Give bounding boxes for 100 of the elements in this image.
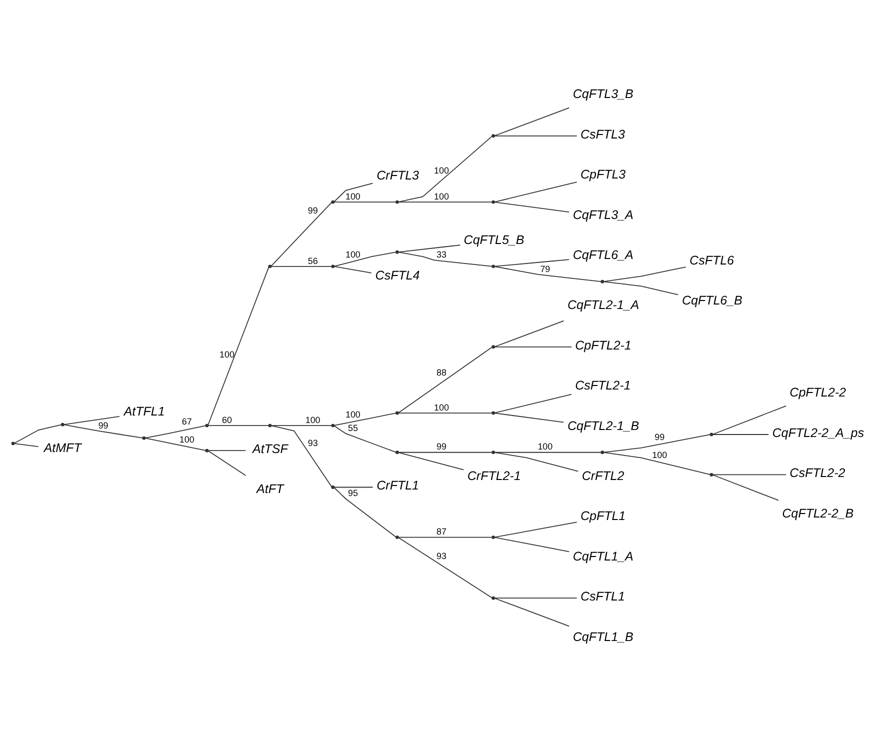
- node-point: [492, 450, 496, 454]
- node-point: [331, 264, 335, 268]
- connector: [712, 405, 786, 435]
- connector: [63, 424, 144, 438]
- connector: [398, 136, 492, 202]
- edge-label: 33: [436, 249, 446, 260]
- connector: [271, 425, 332, 426]
- edge-label: 100: [652, 450, 668, 460]
- node-point: [492, 345, 496, 349]
- connector: [208, 266, 270, 426]
- node-point: [205, 448, 209, 452]
- connector: [398, 412, 492, 414]
- node-point: [395, 411, 399, 415]
- edge-label: 100: [434, 191, 449, 202]
- edge-label: 99: [98, 420, 108, 430]
- node-text: CpFTL2-1: [575, 338, 632, 352]
- connector: [14, 424, 62, 444]
- connector: [494, 135, 578, 136]
- connector: [398, 252, 492, 267]
- connector: [712, 474, 786, 476]
- edge-label: 100: [220, 350, 234, 360]
- connector: [398, 452, 464, 470]
- node-point: [395, 250, 399, 254]
- connector: [334, 252, 396, 267]
- edge-label: 93: [436, 550, 446, 561]
- node-point: [60, 422, 64, 426]
- connector: [334, 425, 396, 453]
- node-point: [268, 424, 272, 428]
- connector: [14, 443, 39, 448]
- connector: [494, 452, 602, 453]
- node-text: AtTFL1: [124, 404, 165, 418]
- node-text: CqFTL2-1_B: [568, 418, 640, 433]
- connector: [208, 450, 246, 476]
- node-point: [710, 473, 714, 476]
- node-text: CsFTL2-1: [575, 378, 631, 393]
- node-text: CpFTL2-2: [790, 386, 846, 400]
- edge-label: 88: [436, 367, 446, 378]
- connector: [270, 202, 332, 266]
- node-point: [331, 200, 335, 204]
- node-point: [492, 134, 496, 138]
- connector: [603, 434, 711, 453]
- connector: [64, 416, 120, 426]
- node-point: [492, 596, 496, 600]
- edge-label: 100: [434, 165, 449, 176]
- node-text: CqFTL3_A: [572, 208, 634, 222]
- connector: [398, 346, 492, 414]
- connector: [270, 425, 332, 488]
- node-point: [205, 424, 209, 428]
- connector: [208, 450, 246, 452]
- node-text: AtTSF: [252, 442, 288, 456]
- connector: [208, 425, 269, 426]
- edge-label: 99: [436, 442, 446, 452]
- edge-label: 100: [346, 410, 360, 420]
- node-point: [142, 436, 146, 440]
- node-point: [395, 200, 399, 204]
- node-point: [492, 536, 496, 540]
- connector: [603, 452, 711, 476]
- connector: [494, 412, 564, 423]
- node-text: CpFTL3: [580, 168, 626, 182]
- connector: [494, 266, 602, 282]
- connector: [494, 522, 578, 538]
- node-text: CqFTL6_B: [682, 294, 742, 308]
- connector: [494, 259, 570, 267]
- node-text: CqFTL2-1_A: [568, 298, 640, 312]
- node-text: CqFTL5_B: [464, 232, 524, 247]
- connector: [494, 598, 578, 599]
- edge-label: 60: [222, 414, 232, 425]
- connector: [398, 244, 461, 252]
- node-text: AtMFT: [44, 441, 82, 456]
- node-text: AtFT: [256, 482, 284, 496]
- node-text: CsFTL1: [580, 590, 625, 604]
- connector: [334, 266, 372, 274]
- connector: [603, 266, 686, 282]
- node-point: [492, 411, 496, 415]
- connector: [334, 412, 396, 426]
- node-text: CrFTL1: [376, 478, 420, 493]
- node-text: CqFTL6_A: [572, 248, 634, 262]
- edge-label: 100: [346, 249, 360, 260]
- node-point: [492, 264, 496, 268]
- node-point: [492, 200, 496, 204]
- node-text: CqFTL1_B: [572, 630, 634, 644]
- edge-label: 100: [346, 191, 360, 202]
- node-text: CpFTL1: [580, 509, 626, 524]
- edge-label: 56: [308, 256, 318, 266]
- connector: [145, 425, 206, 438]
- edge-label: 100: [305, 414, 320, 425]
- connector: [398, 452, 492, 453]
- node-text: CqFTL1_A: [572, 549, 634, 564]
- node-text: CqFTL2-2_B: [782, 506, 854, 520]
- connector: [494, 107, 570, 136]
- connector: [145, 438, 206, 451]
- node-point: [710, 432, 714, 436]
- node-text: CrFTL3: [376, 168, 420, 182]
- connector: [712, 434, 769, 435]
- node-point: [331, 424, 335, 428]
- node-text: CqFTL2-2_A_ps: [772, 426, 864, 440]
- connector: [334, 182, 374, 202]
- node-point: [11, 442, 15, 446]
- edge-label: 99: [308, 206, 318, 216]
- node-point: [268, 264, 272, 268]
